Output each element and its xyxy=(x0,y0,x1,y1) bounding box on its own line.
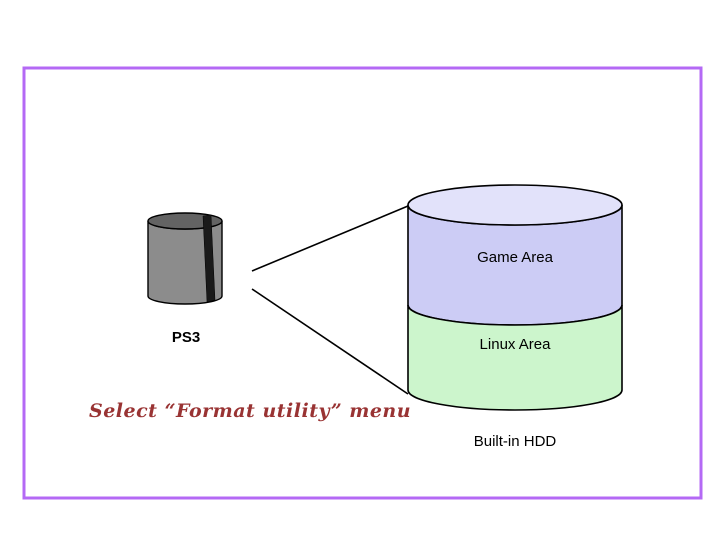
connector-line-top xyxy=(251,205,409,272)
linux-area-label: Linux Area xyxy=(479,336,551,353)
ps3-disc-slot xyxy=(202,214,216,303)
game-area-label: Game Area xyxy=(477,249,553,266)
linux-area-region xyxy=(407,304,623,411)
ps3-label: PS3 xyxy=(171,329,201,346)
connector-line-bottom xyxy=(251,288,409,395)
built-in-hdd-label: Built-in HDD xyxy=(473,433,557,450)
frame-border xyxy=(22,66,703,500)
caption-select-format-utility: Select “Format utility” menu xyxy=(89,400,412,422)
hdd-top-ellipse xyxy=(407,184,623,226)
